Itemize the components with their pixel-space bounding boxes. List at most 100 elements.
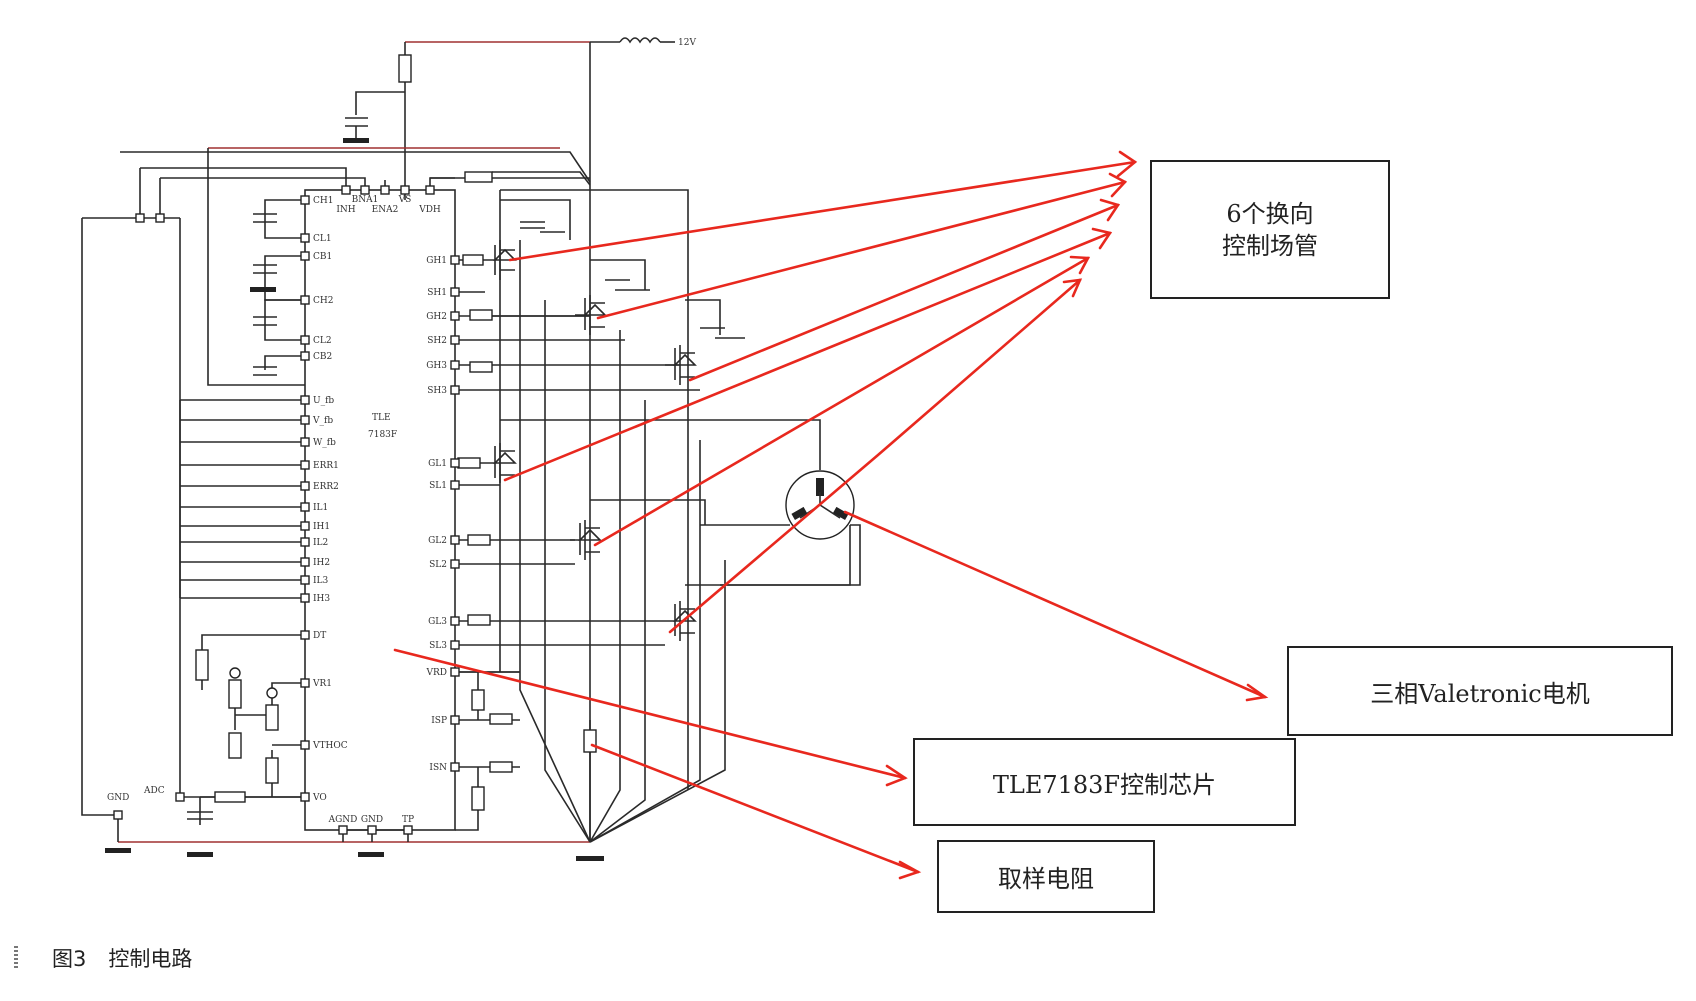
pin-connector-2 [175, 792, 185, 802]
adc-connector-label: ADC [143, 786, 165, 796]
pin-vrd [450, 667, 460, 677]
callout-mosfets-line1: 6个换向 [1226, 199, 1314, 228]
mosfet-low-2 [570, 520, 602, 560]
pin-gnd [367, 825, 377, 835]
pin-gl2 [450, 535, 460, 545]
callout-chip: TLE7183F控制芯片 [913, 738, 1296, 826]
pin-label-il2: IL2 [313, 538, 328, 548]
pin-sl2 [450, 559, 460, 569]
pin-label-sh3: SH3 [427, 386, 447, 396]
pin-v-fb [300, 415, 310, 425]
pin-err2 [300, 481, 310, 491]
figure-title: 控制电路 [108, 947, 193, 971]
pin-gh2 [450, 311, 460, 321]
pin-label-sl1: SL1 [429, 481, 447, 491]
pin-err1 [300, 460, 310, 470]
pin-label-sh2: SH2 [427, 336, 447, 346]
pin-label-gh1: GH1 [426, 256, 447, 266]
pin-label-il1: IL1 [313, 503, 328, 513]
pin-label-vr1: VR1 [312, 679, 332, 689]
chip-name-line1: TLE [372, 413, 391, 423]
circuit-components [105, 54, 855, 861]
pin-label-sl2: SL2 [429, 560, 447, 570]
pin-sh2 [450, 335, 460, 345]
pin-agnd [338, 825, 348, 835]
circuit-wires [81, 37, 861, 843]
pin-gl1 [450, 458, 460, 468]
callout-arrows [393, 150, 1269, 880]
pin-label-sl3: SL3 [429, 641, 447, 651]
pin-vthoc [300, 740, 310, 750]
caption-marker [14, 946, 18, 968]
pin-ch1 [300, 195, 310, 205]
pin-label-cb1: CB1 [313, 252, 332, 262]
arrow-shunt [590, 743, 920, 874]
pin-il1 [300, 502, 310, 512]
pin-connector-0 [135, 213, 145, 223]
mosfet-high-2 [575, 295, 607, 335]
pin-label-vs: VS [398, 195, 412, 205]
pin-il2 [300, 537, 310, 547]
pin-label-ih2: IH2 [313, 558, 330, 568]
pin-bna1 [360, 185, 370, 195]
callout-motor-text: 三相Valetronic电机 [1370, 679, 1590, 708]
mosfet-low-3 [665, 601, 697, 641]
pin-label-isp: ISP [431, 716, 447, 726]
pin-ena2 [380, 185, 390, 195]
pin-label-ch2: CH2 [313, 296, 333, 306]
arrow-chip [393, 648, 907, 780]
arrow-motor [843, 510, 1267, 699]
callout-mosfets-line2: 控制场管 [1222, 231, 1318, 260]
pin-connector-3 [113, 810, 123, 820]
callout-shunt-text: 取样电阻 [998, 865, 1094, 893]
pin-label-gh2: GH2 [426, 312, 447, 322]
callout-mosfets: 6个换向 控制场管 [1150, 160, 1390, 299]
pin-isp [450, 715, 460, 725]
arrow-mosfet-gh2 [596, 180, 1127, 320]
pin-label-bna1: BNA1 [352, 195, 379, 205]
pin-sl3 [450, 640, 460, 650]
pin-label-sh1: SH1 [427, 288, 447, 298]
pin-inh [341, 185, 351, 195]
pin-tp [403, 825, 413, 835]
pin-cl1 [300, 233, 310, 243]
supply-label: 12V [678, 38, 696, 48]
pin-label-cb2: CB2 [313, 352, 332, 362]
pin-connector-1 [155, 213, 165, 223]
pin-label-ch1: CH1 [313, 196, 333, 206]
pin-cb2 [300, 351, 310, 361]
arrow-mosfet-gl3 [668, 278, 1082, 634]
pin-label-il3: IL3 [313, 576, 329, 586]
arrow-mosfet-gh1 [508, 160, 1137, 262]
pin-vs [400, 185, 410, 195]
pin-vdh [425, 185, 435, 195]
pin-label-gh3: GH3 [426, 361, 447, 371]
pin-vo [300, 792, 310, 802]
figure-number: 图3 [52, 947, 87, 971]
pin-label-v-fb: V_fb [312, 416, 333, 426]
pin-label-err2: ERR2 [313, 482, 339, 492]
pin-il3 [300, 575, 310, 585]
pin-sh3 [450, 385, 460, 395]
pin-ih2 [300, 557, 310, 567]
pin-vr1 [300, 678, 310, 688]
callout-shunt: 取样电阻 [937, 840, 1155, 913]
arrow-mosfet-gl1 [503, 231, 1112, 482]
arrow-mosfet-gh3 [688, 203, 1120, 382]
arrow-mosfet-gl2 [593, 256, 1090, 547]
pin-label-vrd: VRD [426, 668, 448, 678]
pin-gl3 [450, 616, 460, 626]
pin-label-inh: INH [336, 205, 355, 215]
pin-label-tp: TP [402, 815, 414, 825]
pin-label-agnd: AGND [328, 815, 358, 825]
pin-label-vo: VO [312, 793, 327, 803]
pin-dt [300, 630, 310, 640]
pin-label-ena2: ENA2 [372, 205, 399, 215]
figure-caption: 图3 控制电路 [52, 943, 192, 973]
pin-gh1 [450, 255, 460, 265]
mosfet-high-1 [485, 240, 517, 280]
pin-ih1 [300, 521, 310, 531]
pin-label-ih3: IH3 [313, 594, 330, 604]
pin-sl1 [450, 480, 460, 490]
pin-labels: 12V TLE 7183F GND ADC CH1CL1CB1CH2CL2CB2… [107, 38, 696, 825]
